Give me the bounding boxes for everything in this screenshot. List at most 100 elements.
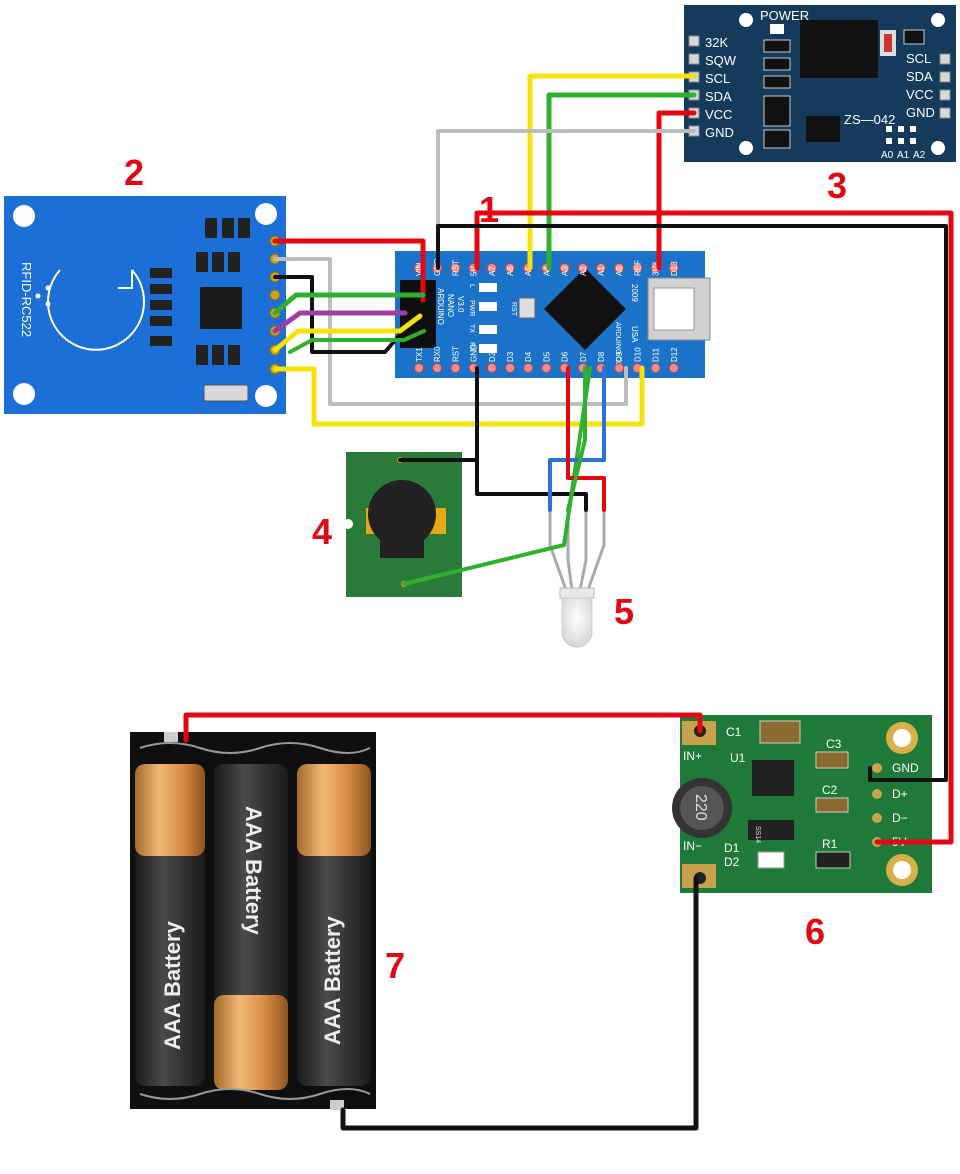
wire-buzzer-gnd — [398, 366, 479, 462]
nano-bottom-pin — [432, 363, 443, 373]
nano-top-pin-label: A2 — [579, 266, 588, 276]
wire-led-green — [566, 366, 587, 512]
nano-top-pin — [577, 263, 588, 273]
rtc-pin-sqw: SQW — [705, 53, 737, 68]
wire-led-gnd — [475, 458, 588, 512]
nano-bottom-pin — [505, 363, 515, 373]
nano-bottom-pin — [541, 363, 552, 373]
nano-led-tx: TX — [468, 324, 475, 333]
boost-d1: D1 — [724, 841, 740, 855]
rtc-power-label: POWER — [760, 8, 809, 23]
boost-out-gnd: GND — [892, 761, 919, 775]
nano-bottom-pin — [486, 363, 497, 373]
boost-d2: D2 — [724, 855, 740, 869]
nano-version: V3.0 — [456, 296, 465, 313]
nano-bottom-pin — [414, 363, 424, 373]
boost-u1: U1 — [730, 751, 746, 765]
rtc-addr-a0: A0 — [881, 150, 894, 161]
nano-bottom-pin-label: D6 — [561, 351, 570, 362]
boost-out-dplus: D+ — [892, 787, 908, 801]
nano-led-pwr: PWR — [468, 300, 475, 316]
nano-bottom-pin-label: D11 — [652, 347, 661, 362]
rtc-pin-vcc: VCC — [705, 107, 732, 122]
battery-pack: AAA Battery AAA Battery AAA Battery — [130, 732, 376, 1110]
callout-5: 5 — [614, 591, 634, 632]
nano-top-pin — [614, 263, 625, 273]
battery-cell-3-label: AAA Battery — [320, 915, 345, 1045]
wire-rfid-sck — [272, 292, 426, 316]
rtc-pin-32k: 32K — [705, 35, 728, 50]
callout-4: 4 — [312, 511, 332, 552]
boost-c2: C2 — [822, 783, 838, 797]
nano-top-pin-label: A5 — [524, 266, 533, 276]
wire-rfid-sda — [288, 329, 426, 354]
nano-rst-label: RST — [510, 302, 517, 317]
nano-top-pin — [505, 263, 515, 273]
nano-bottom-pin — [450, 363, 461, 373]
nano-brand: ARDUINO — [436, 288, 445, 325]
nano-bottom-pin-label: D9 — [615, 351, 624, 362]
boost-c1: C1 — [726, 725, 742, 739]
nano-bottom-pin-label: D8 — [597, 351, 606, 362]
rtc-pin-sda: SDA — [705, 89, 732, 104]
nano-year: 2009 — [630, 284, 639, 302]
nano-model: NANO — [446, 294, 455, 317]
boost-inductor-label: 220 — [692, 794, 709, 821]
callout-7: 7 — [385, 945, 405, 986]
nano-bottom-pin — [614, 363, 625, 373]
nano-top-pin-label: RST — [451, 260, 460, 276]
buzzer-module — [343, 452, 462, 597]
boost-r1: R1 — [822, 837, 838, 851]
rtc-module: POWER ZS—042 A0 A1 A2 32K SQW SCL SDA VC… — [684, 5, 956, 162]
wire-battery-positive — [183, 712, 703, 743]
nano-bottom-pin-label: D3 — [506, 351, 515, 362]
battery-cell-2-label: AAA Battery — [241, 806, 266, 936]
nano-led-l: L — [468, 284, 475, 288]
wire-rfid-mosi — [272, 313, 423, 353]
wire-rfid-gnd — [273, 275, 406, 354]
nano-top-pin-label: 3V3 — [652, 261, 661, 276]
nano-bottom-pin-label: D5 — [542, 351, 551, 362]
nano-led-rx: RX — [468, 342, 475, 352]
rtc-pin-gnd: GND — [705, 125, 734, 140]
nano-bottom-pin-label: D4 — [524, 351, 533, 362]
boost-c3: C3 — [826, 737, 842, 751]
wire-buzzer-signal — [402, 366, 592, 586]
battery-cell-2: AAA Battery — [214, 764, 288, 1090]
nano-bottom-pin-label: D7 — [579, 351, 588, 362]
nano-top-pin-label: D13 — [670, 261, 679, 276]
wire-rfid-miso — [272, 310, 408, 334]
wire-rfid-ss — [272, 365, 645, 427]
nano-bottom-pin-label: RST — [451, 346, 460, 362]
rtc-addr-a1: A1 — [897, 150, 910, 161]
nano-bottom-pin-label: GND — [470, 344, 479, 362]
nano-top-pin — [632, 263, 643, 273]
rtc-pin-scl: SCL — [705, 71, 730, 86]
boost-out-dminus: D− — [892, 811, 908, 825]
wire-rtc-scl-a5 — [527, 73, 697, 271]
wire-battery-negative — [340, 875, 699, 1131]
nano-top-pin-label: A0 — [615, 266, 624, 276]
nano-site: ARDUINO.CC — [614, 322, 621, 366]
nano-top-pin-label: VIN — [415, 262, 424, 276]
callout-6: 6 — [805, 911, 825, 952]
battery-cell-1-label: AAA Battery — [160, 920, 185, 1050]
nano-top-pin-label: 5V — [470, 266, 479, 276]
wire-rfid-3v3 — [272, 238, 426, 303]
wire-rtc-sda-a4 — [546, 92, 697, 271]
boost-module: C1 U1 C3 C2 220 IN+ IN− SS14 D1 D2 R1 GN… — [672, 715, 932, 893]
wire-rtc-vcc-3v3 — [656, 110, 697, 271]
boost-in-minus: IN− — [683, 839, 702, 853]
nano-bottom-pin-label: TX1 — [415, 347, 424, 362]
rtc-model-label: ZS—042 — [844, 112, 895, 127]
wire-5v-boost — [474, 210, 954, 845]
rtc-right-pin-vcc: VCC — [906, 87, 933, 102]
rtc-addr-a2: A2 — [913, 150, 926, 161]
rfid-label: RFID-RC522 — [19, 262, 34, 337]
callout-2: 2 — [124, 152, 144, 193]
wire-rtc-gnd — [436, 129, 696, 270]
nano-bottom-pin — [523, 363, 534, 373]
nano-top-pin-label: REF — [633, 260, 642, 276]
boost-diode-label: SS14 — [754, 826, 761, 843]
